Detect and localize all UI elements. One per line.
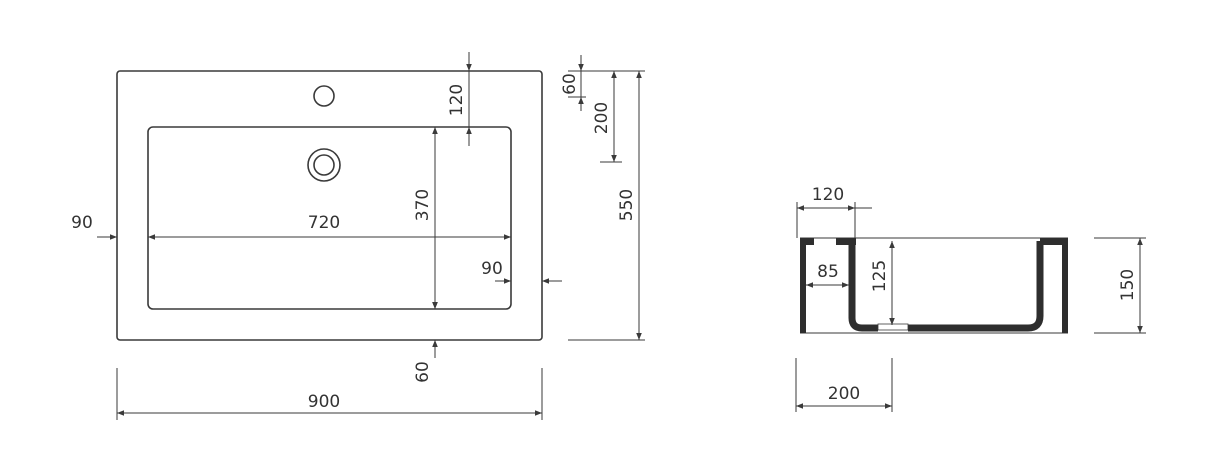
section-left-rim-b [836, 238, 856, 245]
dim-label-height: 550 [617, 189, 637, 221]
section-left-wall [800, 238, 806, 333]
section-right-rim [1040, 238, 1068, 245]
section-view: 120 85 125 150 200 [795, 185, 1146, 412]
dim-label-top-to-inner: 200 [592, 102, 612, 134]
top-view: 900 720 90 90 370 60 120 60 [71, 52, 645, 420]
dim-label-inner-width: 720 [308, 213, 340, 233]
dim-label-base-length: 200 [828, 384, 860, 404]
dim-label-inner-height: 370 [413, 189, 433, 221]
tap-hole [313, 85, 335, 107]
dim-label-left-margin: 90 [71, 213, 93, 233]
dim-label-basin-depth: 125 [870, 260, 890, 292]
dim-label-wall-offset: 85 [817, 262, 839, 282]
basin-inner-bowl [147, 126, 512, 310]
dim-label-width: 900 [308, 392, 340, 412]
dim-label-total-height: 150 [1118, 269, 1138, 301]
dim-label-right-margin: 90 [481, 259, 503, 279]
dim-label-tap-offset: 120 [447, 84, 467, 116]
section-drain-gap [877, 323, 909, 331]
dim-label-rim-width: 120 [812, 185, 844, 205]
section-left-rim [800, 238, 814, 245]
drain-inner-ring [313, 154, 335, 176]
section-right-wall [1062, 238, 1068, 333]
dim-label-bottom-margin: 60 [413, 361, 433, 383]
section-bowl-wall [848, 241, 1044, 332]
dim-label-top-margin: 60 [560, 73, 580, 95]
